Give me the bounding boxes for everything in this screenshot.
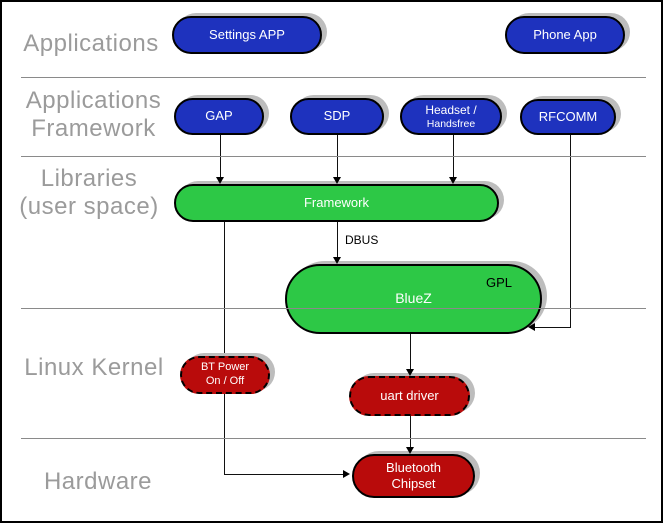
- connector-rfcomm-bluez-vertical: [570, 135, 571, 327]
- layer-label-applications-framework: Applications Framework: [16, 87, 171, 142]
- divider-libraries: [21, 308, 646, 309]
- layer-label-text: Libraries: [40, 165, 138, 192]
- layer-label-hardware: Hardware: [22, 468, 174, 496]
- node-bt-power: BT Power On / Off: [180, 356, 270, 394]
- node-label-line2: On / Off: [205, 375, 245, 387]
- node-settings-app: Settings APP: [172, 16, 322, 54]
- connector-uart-chipset: [410, 416, 411, 448]
- node-gap: GAP: [174, 98, 264, 135]
- arrowhead-into-framework-from-gap: [216, 177, 224, 184]
- node-label: uart driver: [380, 387, 439, 403]
- node-label-line2: Handsfree: [426, 117, 476, 130]
- layer-label-text: (user space): [19, 192, 159, 220]
- node-label: Bluetooth: [386, 459, 441, 475]
- layer-label-text: Linux Kernel: [24, 354, 164, 381]
- node-label: BT Power: [200, 361, 250, 374]
- node-headset-handsfree: Headset / Handsfree: [400, 98, 502, 135]
- node-label: Framework: [303, 194, 369, 210]
- arrowhead-into-framework-from-headset: [449, 177, 457, 184]
- node-label-line2: Chipset: [391, 476, 436, 491]
- divider-applications: [21, 77, 646, 78]
- connector-framework-chipset-vertical: [224, 222, 225, 474]
- layer-label-text: Applications: [23, 30, 159, 57]
- divider-applications-framework: [21, 156, 646, 157]
- dbus-edge-label: DBUS: [345, 233, 379, 247]
- node-label: Settings APP: [209, 26, 285, 42]
- divider-kernel-hardware: [21, 438, 646, 439]
- layer-label-linux-kernel: Linux Kernel: [18, 354, 170, 382]
- node-bluetooth-chipset: Bluetooth Chipset: [352, 454, 475, 498]
- layer-label-applications: Applications: [16, 30, 166, 58]
- arrowhead-into-framework-from-sdp: [333, 177, 341, 184]
- connector-rfcomm-bluez-horizontal: [535, 327, 571, 328]
- node-sdp: SDP: [290, 98, 384, 135]
- node-label: BlueZ: [395, 290, 432, 307]
- node-label: SDP: [323, 108, 351, 124]
- node-bluez: GPL BlueZ: [285, 264, 542, 334]
- layer-label-text: Hardware: [43, 468, 153, 495]
- connector-bluez-uart: [410, 334, 411, 370]
- connector-framework-chipset-horizontal: [224, 474, 344, 475]
- arrowhead-into-chipset-from-uart: [406, 447, 414, 454]
- node-uart-driver: uart driver: [349, 376, 470, 416]
- node-label: Headset /: [425, 102, 477, 117]
- arrowhead-into-bluez-from-framework: [333, 257, 341, 264]
- layer-label-text: Applications: [25, 87, 162, 114]
- layer-label-libraries: Libraries (user space): [8, 165, 170, 220]
- layer-label-text: Framework: [31, 114, 156, 142]
- node-phone-app: Phone App: [505, 16, 625, 54]
- node-label: RFCOMM: [538, 108, 598, 124]
- connector-framework-bluez-dbus: [337, 222, 338, 258]
- arrowhead-into-uart-from-bluez: [406, 369, 414, 376]
- node-framework: Framework: [174, 184, 499, 222]
- gpl-badge: GPL: [485, 275, 512, 290]
- arrowhead-into-chipset-from-framework: [343, 470, 350, 478]
- node-label: GAP: [205, 108, 233, 124]
- node-label: Phone App: [533, 26, 597, 42]
- node-rfcomm: RFCOMM: [520, 99, 616, 135]
- arrowhead-into-bluez-from-rfcomm: [528, 323, 535, 331]
